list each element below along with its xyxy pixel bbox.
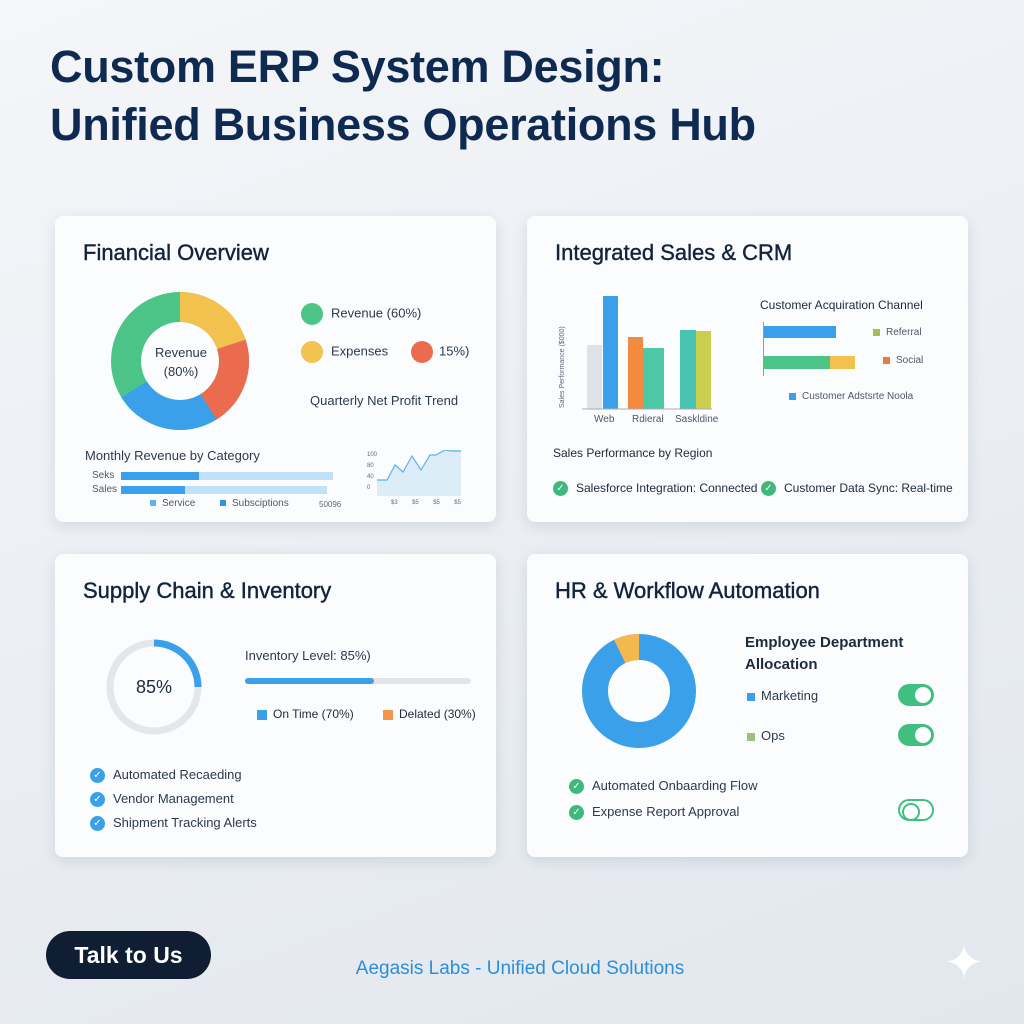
title-line-1: Custom ERP System Design: bbox=[50, 41, 665, 92]
trend-x-ticks: $3$5$5$5 bbox=[391, 500, 461, 506]
card-title: HR & Workflow Automation bbox=[555, 578, 820, 603]
donut-center-label: Revenue (80%) bbox=[151, 345, 211, 379]
bar-other-1 bbox=[680, 330, 696, 409]
hr-workflow-card: HR & Workflow Automation Employee Depart… bbox=[527, 554, 968, 857]
supply-checklist: ✓Automated Recaeding ✓Vendor Management … bbox=[90, 763, 257, 835]
card-title: Supply Chain & Inventory bbox=[83, 578, 332, 603]
workflow-onboarding: ✓Automated Onbaarding Flow bbox=[569, 778, 757, 795]
legend-revenue: Revenue (60%) bbox=[301, 303, 421, 325]
talk-to-us-button[interactable]: Talk to Us bbox=[46, 931, 211, 979]
revenue-bar-2 bbox=[121, 486, 327, 494]
inventory-progress-fill bbox=[245, 678, 374, 684]
bar-legend-subscriptions: Subsciptions bbox=[220, 498, 289, 509]
check-item: ✓Vendor Management bbox=[90, 787, 257, 811]
legend-text: Expenses bbox=[331, 343, 389, 359]
red-dot-icon bbox=[411, 341, 433, 363]
revenue-bar-1 bbox=[121, 472, 333, 480]
region-label: Sales Performance by Region bbox=[553, 446, 713, 460]
check-icon: ✓ bbox=[553, 481, 568, 497]
dept-marketing: Marketing bbox=[747, 688, 818, 703]
check-icon: ✓ bbox=[90, 816, 105, 832]
bar-legend-service: Service bbox=[150, 498, 195, 509]
check-icon: ✓ bbox=[569, 779, 584, 795]
bar-web-1 bbox=[587, 345, 602, 409]
channel-legend-social: Social bbox=[883, 355, 923, 366]
status-data-sync: ✓Customer Data Sync: Real-time bbox=[761, 481, 953, 497]
yellow-dot-icon bbox=[301, 341, 323, 363]
check-item: ✓Automated Recaeding bbox=[90, 763, 257, 787]
legend-delayed: Delated (30%) bbox=[383, 707, 476, 721]
trend-area bbox=[377, 450, 461, 496]
donut-pct: (80%) bbox=[163, 364, 199, 379]
sales-bar-chart bbox=[582, 296, 712, 410]
channel-axis bbox=[763, 322, 764, 376]
channel-note: Customer Adstsrte Noola bbox=[789, 391, 913, 402]
channel-title: Customer Acquiration Channel bbox=[760, 298, 923, 312]
check-icon: ✓ bbox=[90, 768, 105, 784]
inventory-label: Inventory Level: 85%) bbox=[245, 648, 371, 663]
marketing-toggle[interactable] bbox=[898, 684, 934, 706]
legend-on-time: On Time (70%) bbox=[257, 707, 354, 721]
department-donut-chart bbox=[582, 634, 696, 748]
expense-approval-toggle[interactable] bbox=[898, 799, 934, 821]
legend-text: Revenue (60%) bbox=[331, 305, 422, 321]
x-tick: Saskldine bbox=[675, 414, 719, 425]
channel-bar-2b bbox=[830, 356, 855, 369]
legend-expenses: Expenses bbox=[301, 341, 388, 363]
footer-text: Aegasis Labs - Unified Cloud Solutions bbox=[355, 958, 685, 979]
sparkle-icon: ✦ bbox=[944, 937, 985, 990]
check-icon: ✓ bbox=[761, 481, 776, 497]
green-dot-icon bbox=[301, 303, 323, 325]
supply-chain-card: Supply Chain & Inventory 85% Inventory L… bbox=[55, 554, 496, 857]
donut-label: Revenue bbox=[154, 345, 208, 360]
donut-ops-slice bbox=[582, 634, 696, 748]
donut-expenses-slice bbox=[111, 292, 249, 430]
sales-crm-card: Integrated Sales & CRM Sales Performance… bbox=[527, 216, 968, 522]
bar-label: Sales bbox=[92, 484, 118, 495]
gauge-value: 85% bbox=[135, 677, 173, 697]
check-icon: ✓ bbox=[90, 792, 105, 808]
monthly-revenue-title: Monthly Revenue by Category bbox=[85, 448, 260, 463]
x-tick: Rdieral bbox=[632, 414, 664, 425]
financial-overview-card: Financial Overview Revenue (80%) Revenue … bbox=[55, 216, 496, 522]
bar-referral-1 bbox=[628, 337, 643, 409]
card-title: Financial Overview bbox=[83, 240, 269, 265]
bar-note: 50096 bbox=[319, 500, 342, 509]
title-line-2: Unified Business Operations Hub bbox=[50, 99, 756, 150]
card-title: Integrated Sales & CRM bbox=[555, 240, 793, 265]
legend-text: 15%) bbox=[439, 343, 470, 359]
x-tick: Web bbox=[594, 414, 615, 425]
gauge-fill bbox=[106, 639, 202, 735]
dept-ops: Ops bbox=[747, 728, 785, 743]
inventory-gauge bbox=[106, 639, 202, 735]
profit-trend-chart bbox=[377, 450, 461, 496]
profit-trend-label: Quarterly Net Profit Trend bbox=[310, 393, 459, 408]
status-salesforce: ✓Salesforce Integration: Connected bbox=[553, 481, 757, 497]
donut-marketing-slice bbox=[582, 634, 696, 748]
check-item: ✓Shipment Tracking Alerts bbox=[90, 811, 257, 835]
channel-bar-2a bbox=[764, 356, 830, 369]
bar-label: Seks bbox=[92, 470, 115, 481]
ops-toggle[interactable] bbox=[898, 724, 934, 746]
channel-legend-referral: Referral bbox=[873, 327, 922, 338]
inventory-progress bbox=[245, 678, 471, 684]
sales-y-axis-label: Sales Performance ($000) bbox=[559, 326, 566, 408]
check-icon: ✓ bbox=[569, 805, 584, 821]
workflow-expense: ✓Expense Report Approval bbox=[569, 804, 739, 821]
page-title: Custom ERP System Design: Unified Busines… bbox=[50, 38, 756, 154]
donut-other-slice bbox=[111, 292, 249, 430]
bar-other-2 bbox=[696, 331, 711, 409]
bar-referral-2 bbox=[643, 348, 664, 409]
bar-web-2 bbox=[603, 296, 618, 409]
trend-line bbox=[377, 450, 461, 481]
legend-other: 15%) bbox=[411, 341, 469, 363]
channel-bar-1 bbox=[764, 326, 836, 338]
revenue-donut-chart bbox=[111, 292, 249, 430]
